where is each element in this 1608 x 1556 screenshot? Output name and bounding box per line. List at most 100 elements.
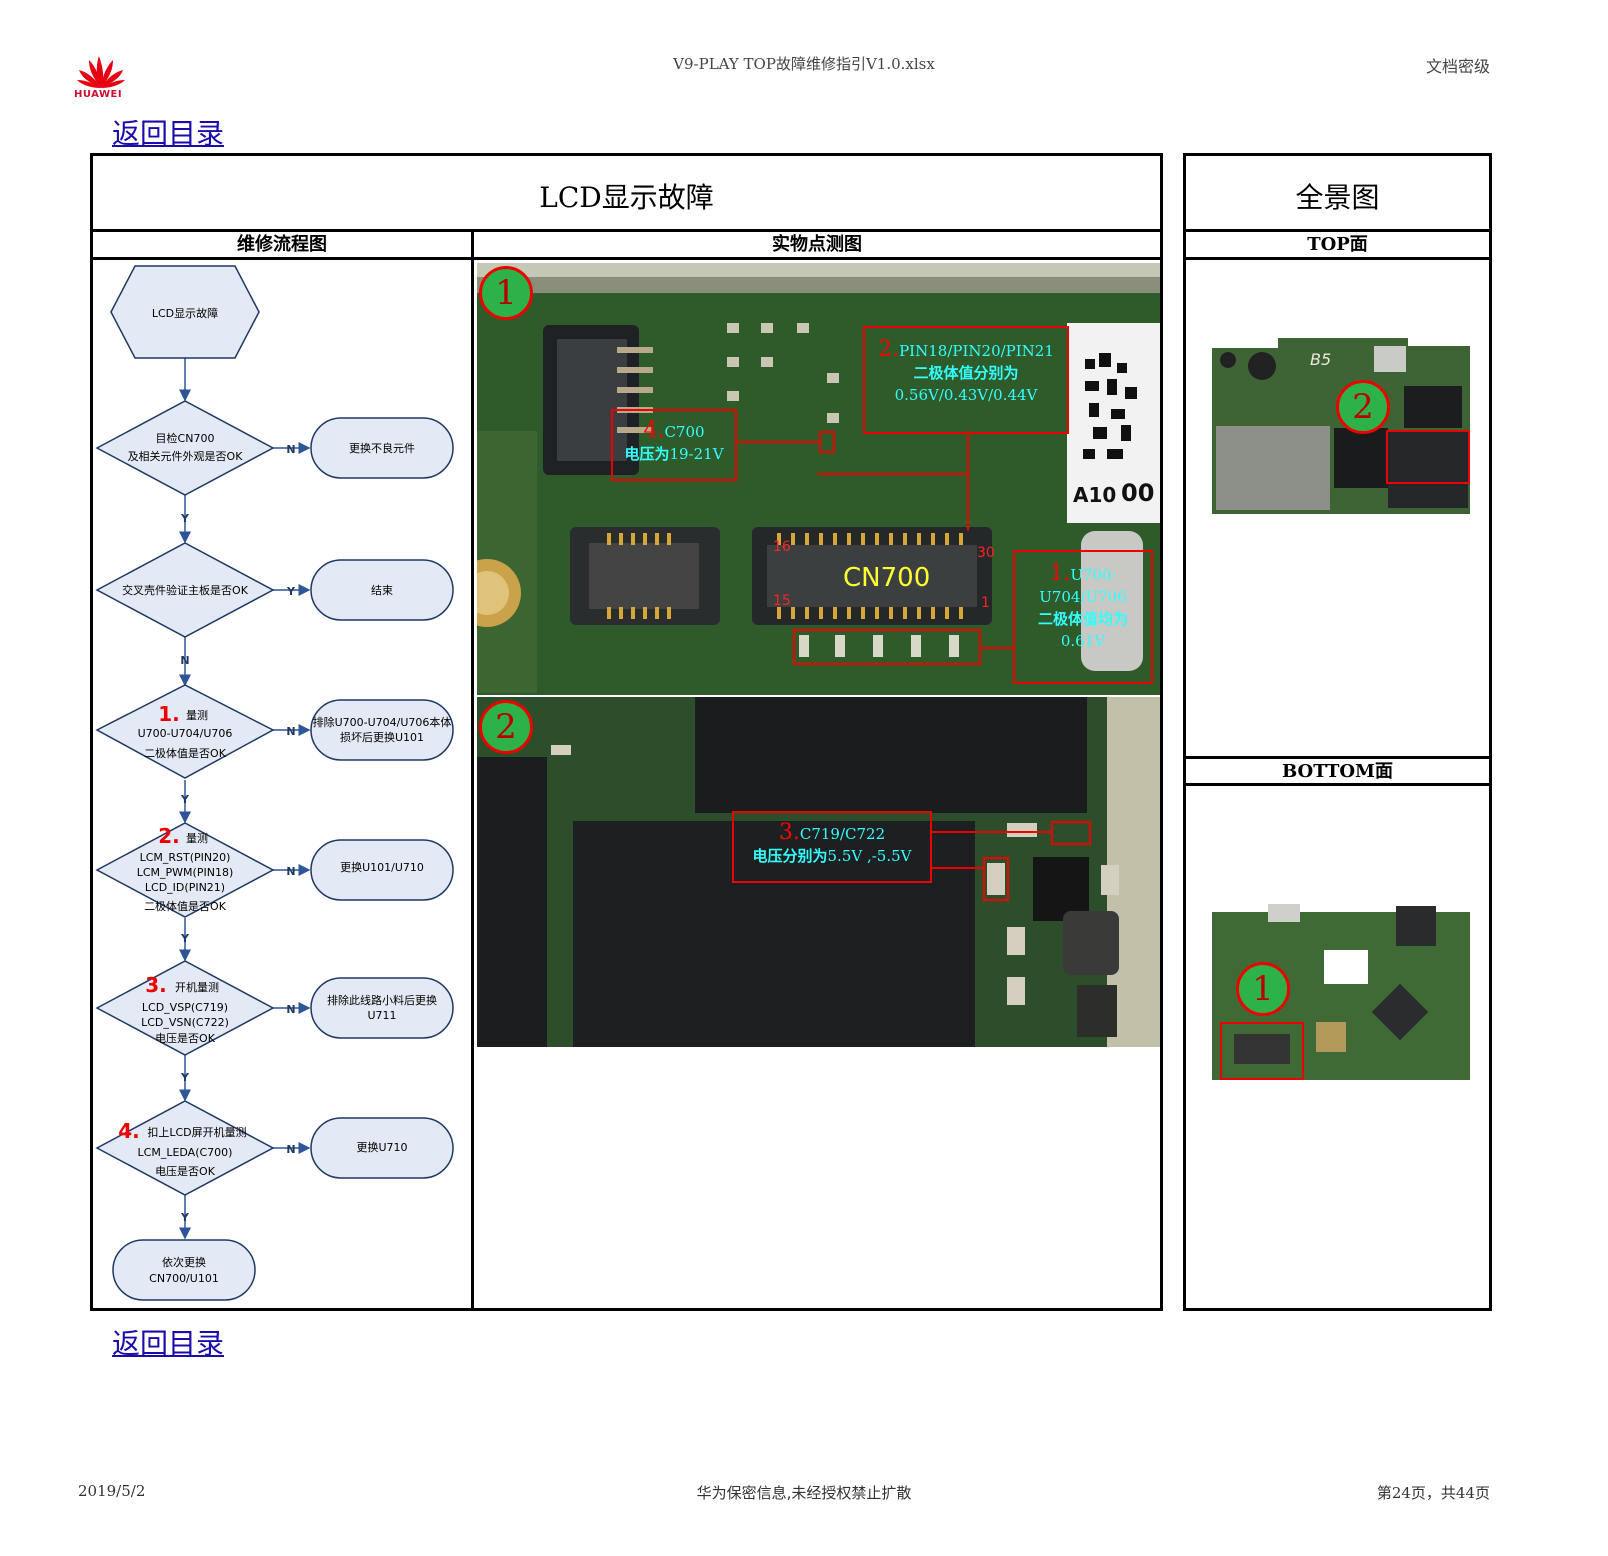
leader-line xyxy=(967,431,969,531)
yes-label: Y xyxy=(286,585,296,598)
back-to-contents-link-top[interactable]: 返回目录 xyxy=(112,117,225,150)
yes-label: Y xyxy=(180,1211,190,1224)
decision-5-line: 开机量测 xyxy=(175,980,219,994)
diode-array-marker xyxy=(793,629,981,665)
annotation-4: 4.C700 电压为19-21V xyxy=(611,420,737,465)
pin-label: 30 xyxy=(977,545,995,561)
marker-2-badge: 2 xyxy=(1336,380,1390,434)
annotation-3: 3.C719/C722 电压分别为5.5V ,-5.5V xyxy=(732,822,932,867)
classification-label: 文档密级 xyxy=(1425,57,1490,76)
divider xyxy=(1183,257,1492,260)
leader-line xyxy=(817,473,967,475)
area-1-marker xyxy=(1220,1022,1304,1080)
decision-4-line: LCM_PWM(PIN18) xyxy=(137,866,234,879)
yes-label: Y xyxy=(180,793,190,806)
decision-5 xyxy=(95,960,275,1056)
leader-line xyxy=(932,831,1051,833)
no-label: N xyxy=(286,725,295,738)
leader-line xyxy=(981,647,1013,649)
result-5 xyxy=(310,977,454,1039)
annotation-2-box xyxy=(863,326,1069,434)
decision-1-line: 目检CN700 xyxy=(156,431,215,445)
document-title: V9-PLAY TOP故障维修指引V1.0.xlsx xyxy=(673,55,935,73)
annotation-4-box xyxy=(611,409,737,481)
decision-2-line: 交叉壳件验证主板是否OK xyxy=(122,583,249,597)
pin-label: 16 xyxy=(773,539,791,555)
decision-4 xyxy=(95,822,275,918)
annotation-line: U704/U706 xyxy=(1039,588,1127,606)
divider xyxy=(90,229,1163,232)
divider xyxy=(90,257,1163,260)
huawei-logo xyxy=(75,50,127,102)
annotation-3-box xyxy=(732,811,932,883)
divider xyxy=(1183,229,1492,232)
silk-label: B5 xyxy=(1310,350,1332,369)
annotation-1-box xyxy=(1013,550,1153,684)
marker-1-badge: 1 xyxy=(479,266,533,320)
annotation-number: 3. xyxy=(778,820,800,845)
decision-3-line: 二极体值是否OK xyxy=(144,746,227,760)
footer-confidential: 华为保密信息,未经授权禁止扩散 xyxy=(696,1484,912,1502)
leader-line xyxy=(932,867,983,869)
area-2-marker xyxy=(1386,430,1470,484)
footer-date: 2019/5/2 xyxy=(78,1482,146,1500)
annotation-line: C719/C722 xyxy=(799,825,886,843)
silk-label: A10 xyxy=(1073,483,1117,507)
main-title: LCD显示故障 xyxy=(539,181,714,214)
annotation-line: PIN18/PIN20/PIN21 xyxy=(899,342,1054,360)
decision-4-line: LCM_RST(PIN20) xyxy=(140,851,231,864)
top-side-label: TOP面 xyxy=(1307,234,1368,255)
annotation-2: 2.PIN18/PIN20/PIN21 二极体值分别为 0.56V/0.43V/… xyxy=(863,339,1069,406)
annotation-number: 4. xyxy=(643,418,665,443)
result-1 xyxy=(310,417,454,479)
annotation-1: 1.U700- U704/U706 二极体值均为 0.61V xyxy=(1013,563,1153,652)
no-label: N xyxy=(286,1143,295,1156)
silk-code: 00 xyxy=(1121,479,1155,507)
board-photo-c719-c722: 2 3.C719/C722 电压分别为5.5V ,-5.5V xyxy=(477,697,1160,1047)
main-table xyxy=(90,153,1163,1311)
annotation-line: 二极体值均为 xyxy=(1037,610,1128,628)
decision-1-line: 及相关元件外观是否OK xyxy=(128,449,244,463)
bottom-side-label: BOTTOM面 xyxy=(1282,761,1393,782)
decision-6-line: 电压是否OK xyxy=(155,1165,216,1178)
top-side-board-image: B5 2 xyxy=(1208,338,1472,516)
result-3-line: 排除U700-U704/U706本体 xyxy=(313,715,452,729)
annotation-line: 电压为 xyxy=(624,445,670,463)
c719-marker xyxy=(1051,821,1091,845)
overview-table xyxy=(1183,153,1492,1311)
annotation-number: 1. xyxy=(1049,561,1071,586)
annotation-line: 0.61V xyxy=(1060,632,1106,650)
annotation-line: U700- xyxy=(1070,566,1117,584)
annotation-number: 2. xyxy=(878,337,900,362)
yes-label: Y xyxy=(180,1071,190,1084)
decision-4-line: 二极体值是否OK xyxy=(144,899,227,913)
decision-6 xyxy=(95,1100,275,1196)
c722-marker xyxy=(983,857,1009,901)
decision-3 xyxy=(95,684,275,779)
connector-label: CN700 xyxy=(843,563,931,593)
decision-2 xyxy=(95,542,275,638)
annotation-line: 5.5V ,-5.5V xyxy=(827,847,912,865)
decision-6-line: LCM_LEDA(C700) xyxy=(138,1146,233,1159)
decision-1 xyxy=(95,400,275,496)
divider xyxy=(1183,756,1492,759)
brand-name: HUAWEI xyxy=(74,89,123,100)
annotation-line: 电压分别为 xyxy=(752,847,828,865)
result-1-label: 更换不良元件 xyxy=(349,441,415,455)
start-label: LCD显示故障 xyxy=(152,306,218,320)
back-to-contents-link-bottom[interactable]: 返回目录 xyxy=(112,1327,225,1360)
step-number: 1. xyxy=(158,702,180,726)
step-number: 2. xyxy=(158,824,180,848)
step-number: 3. xyxy=(145,973,167,997)
decision-6-line: 扣上LCD屏开机量测 xyxy=(147,1125,246,1139)
bottom-side-board-image: 1 xyxy=(1208,902,1472,1082)
overview-title: 全景图 xyxy=(1295,181,1380,214)
result-3 xyxy=(310,699,454,761)
result-4 xyxy=(310,839,454,901)
flow-header: 维修流程图 xyxy=(237,234,327,255)
decision-5-line: LCD_VSP(C719) xyxy=(142,1001,228,1014)
decision-4-line: LCD_ID(PIN21) xyxy=(145,881,225,894)
c700-marker xyxy=(819,431,835,453)
yes-label: Y xyxy=(180,512,190,525)
result-3-line: 损坏后更换U101 xyxy=(340,730,424,744)
